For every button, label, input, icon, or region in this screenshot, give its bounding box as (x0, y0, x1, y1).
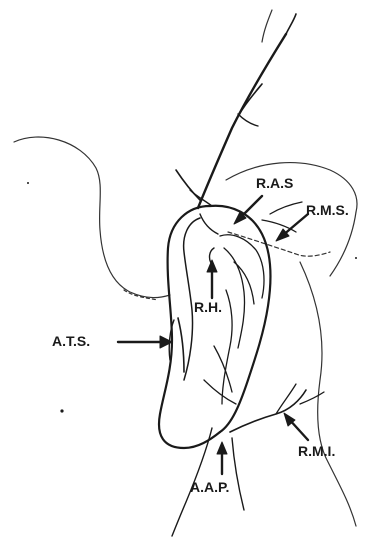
label-rh: R.H. (194, 300, 222, 314)
label-ats: A.T.S. (52, 334, 90, 348)
arrow-rh (207, 260, 217, 298)
arrow-aap (217, 442, 227, 474)
label-rmi: R.M.I. (298, 444, 335, 458)
arrow-rmi (284, 413, 308, 440)
label-ras: R.A.S (256, 176, 293, 190)
auricle (159, 206, 270, 448)
arrow-rms (276, 214, 308, 241)
pointer-arrows (118, 196, 308, 474)
label-aap: A.A.P. (190, 480, 229, 494)
label-rms: R.M.S. (306, 203, 349, 217)
arrow-ats (118, 336, 172, 348)
